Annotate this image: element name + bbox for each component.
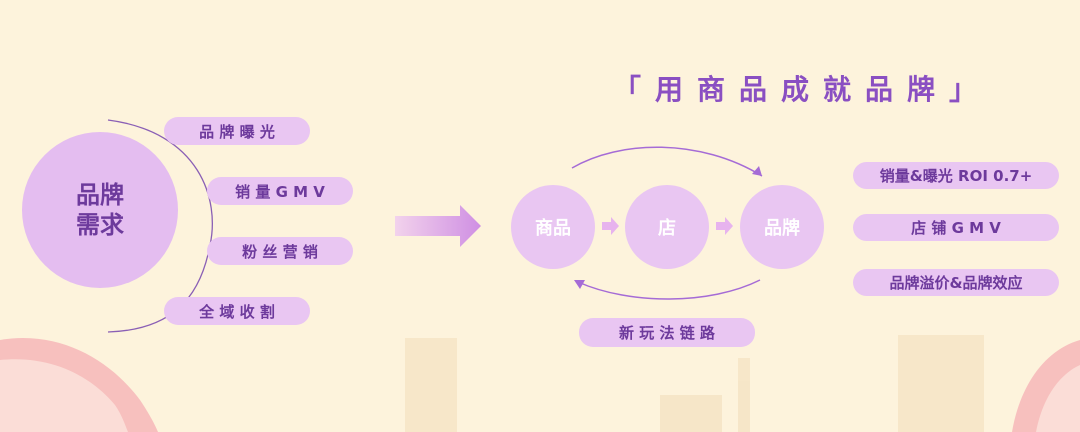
demand-item-fan-marketing: 粉 丝 营 销 — [207, 237, 353, 265]
demand-item-brand-exposure: 品 牌 曝 光 — [164, 117, 310, 145]
loop-label-new-path: 新 玩 法 链 路 — [579, 318, 755, 347]
result-roi: 销量&曝光 ROI 0.7+ — [853, 162, 1059, 189]
flow-node-product: 商品 — [511, 185, 595, 269]
demand-item-omni-harvest: 全 域 收 割 — [164, 297, 310, 325]
curved-arrow-icon-bottom — [577, 279, 761, 300]
circle-label-line2: 需求 — [76, 211, 124, 239]
right-arrow-icon — [395, 205, 481, 247]
flow-node-brand: 品牌 — [740, 185, 824, 269]
small-right-arrow-icon — [716, 217, 733, 235]
flow-node-store: 店 — [625, 185, 709, 269]
result-store-gmv: 店 铺 G M V — [853, 214, 1059, 241]
small-right-arrow-icon — [602, 217, 619, 235]
headline-title: 「用商品成就品牌」 — [613, 73, 992, 106]
curved-arrow-icon — [571, 146, 763, 177]
brand-demand-circle: 品牌 需求 — [22, 132, 178, 288]
result-brand-premium: 品牌溢价&品牌效应 — [853, 269, 1059, 296]
building-silhouettes — [405, 335, 984, 432]
circle-label-line1: 品牌 — [76, 181, 124, 209]
demand-item-sales-gmv: 销 量 G M V — [207, 177, 353, 205]
